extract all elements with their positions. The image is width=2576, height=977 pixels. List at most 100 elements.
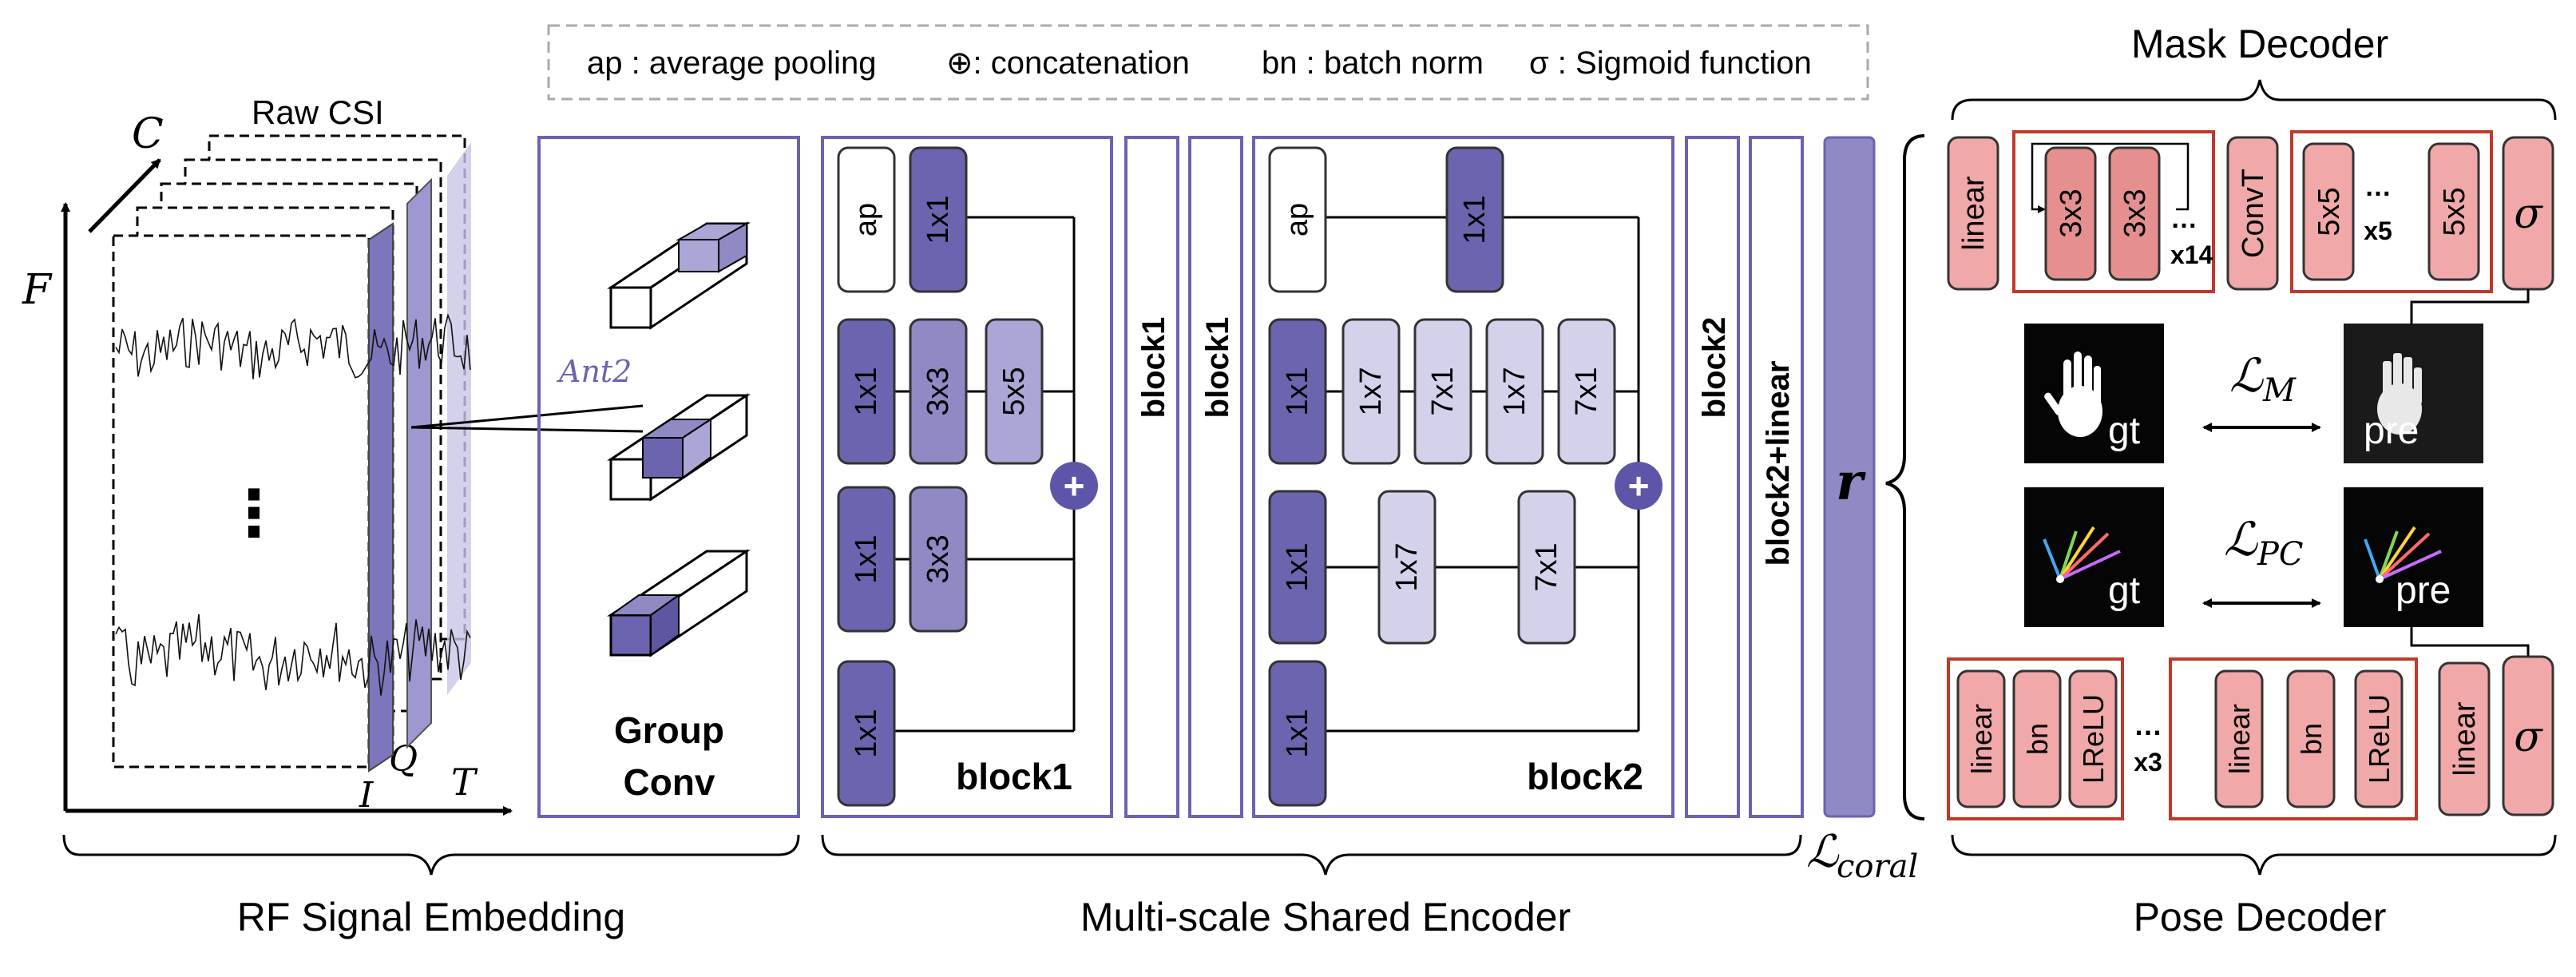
legend-ap: ap : average pooling [587, 46, 877, 81]
pose-gt-label: gt [2108, 570, 2140, 612]
block2-conv-1x7-a: 1x7 [1342, 318, 1401, 465]
raw-csi-label: Raw CSI [252, 93, 384, 131]
block2-repeat-frame [1685, 136, 1740, 818]
legend: ap : average pooling ⊕: concatenation bn… [547, 24, 1869, 101]
block2-conv-1x7-b: 1x7 [1485, 318, 1544, 465]
mask-res-dots: … [2170, 204, 2198, 234]
signal-trace-bottom [115, 614, 471, 696]
pose-group-dots: … [2134, 709, 2162, 741]
pose-g2-linear: linear [2214, 669, 2264, 808]
mask-5x5-dots: … [2364, 172, 2392, 202]
mask-conv-3x3-a: 3x3 [2044, 146, 2097, 281]
label-i: I [359, 775, 375, 816]
block1-repeat-1-frame [1124, 136, 1179, 818]
coral-loss-script-l: ℒ [1806, 826, 1840, 878]
ant2-label: Ant2 [557, 354, 632, 389]
mask-loss-script-l: ℒ [2229, 348, 2264, 403]
block1-conv-1x1-a: 1x1 [837, 318, 896, 465]
block2-conv-1x7-c: 1x7 [1377, 490, 1437, 645]
block1-conv-5x5: 5x5 [985, 318, 1044, 465]
block2-1x1-top-label: 1x1 [1458, 195, 1492, 244]
block2-conv-7x1-b: 7x1 [1557, 318, 1616, 465]
pose-group-repeat: x3 [2134, 748, 2162, 776]
block1-ap: ap [837, 146, 896, 293]
pose-loss-script-l: ℒ [2224, 512, 2258, 566]
embedding-brace [62, 834, 800, 876]
axis-t-label: T [451, 761, 478, 804]
c-axis [88, 158, 161, 233]
representation-r-label: r [1836, 452, 1866, 512]
label-q: Q [389, 739, 418, 780]
pose-loss: ℒ PC [2202, 512, 2321, 608]
axis-f-label: F [22, 266, 53, 314]
mask-loss-subscript: M [2262, 372, 2297, 409]
block1-conv-3x3-b: 3x3 [909, 486, 968, 633]
mask-gt-image: gt [2024, 324, 2164, 463]
block2-title: block2 [1527, 756, 1643, 797]
block2-conv-1x1-top: 1x1 [1445, 146, 1504, 293]
mask-gt-label: gt [2108, 410, 2140, 452]
block2-concat-node: + [1615, 462, 1663, 510]
pose-group-2-frame [2169, 657, 2418, 820]
mask-decoder-title: Mask Decoder [2131, 22, 2388, 66]
mask-sigma-label: σ [2514, 190, 2543, 238]
mask-conv-transpose: ConvT [2226, 136, 2279, 291]
block1-1x1-c-label: 1x1 [850, 709, 883, 757]
coral-loss: ℒ coral [1806, 826, 1918, 885]
vertical-ellipsis: ⋮ [222, 478, 286, 549]
block1-concat-node: + [1050, 462, 1098, 510]
block1-conv-1x1-top: 1x1 [909, 146, 968, 293]
pose-decoder: gt pre ℒ PC linear [1947, 487, 2557, 939]
pose-pre-label: pre [2396, 570, 2451, 612]
mask-5x5-a-label: 5x5 [2312, 187, 2346, 236]
mask-conv-5x5-b: 5x5 [2427, 142, 2480, 281]
block1-repeat-1-label: block1 [1136, 317, 1171, 419]
group-conv-frame [537, 136, 800, 818]
block2-1x1-c-label: 1x1 [1281, 709, 1314, 757]
mask-decoder-brace [1951, 79, 2557, 121]
block2-wires [1326, 216, 1640, 733]
pose-sigma-label: σ [2514, 713, 2543, 761]
mask-5x5-b-label: 5x5 [2438, 187, 2471, 236]
pose-g2-linear-label: linear [2223, 704, 2256, 774]
block1-conv-1x1-c: 1x1 [837, 660, 896, 807]
pose-group-1-frame [1947, 657, 2124, 820]
legend-sigma: σ : Sigmoid function [1529, 46, 1812, 81]
block1-1x1-top-label: 1x1 [921, 195, 955, 244]
pose-decoder-brace [1951, 834, 2557, 876]
block2-conv-7x1-a: 7x1 [1413, 318, 1472, 465]
mask-sigmoid: σ [2502, 136, 2554, 291]
pose-g1-linear: linear [1956, 669, 2006, 808]
group-conv-cuboid-1 [607, 221, 751, 330]
pose-g1-bn-label: bn [2021, 723, 2054, 755]
mask-decoder: Mask Decoder linear 3x3 3x3 … x14 ConvT … [1947, 22, 2557, 463]
block2-concat-symbol: + [1628, 465, 1650, 506]
encoder-section-label: Multi-scale Shared Encoder [1080, 895, 1571, 939]
rf-signal-embedding: F C T I Q Raw CSI ⋮ Ant2 [22, 93, 800, 939]
group-conv-label-2: Conv [624, 761, 715, 803]
block1-1x1-a-label: 1x1 [850, 367, 883, 415]
block2-conv-7x1-c: 7x1 [1517, 490, 1576, 645]
block2-7x1-a-label: 7x1 [1426, 367, 1460, 415]
mask-pre-image: pre [2344, 324, 2483, 463]
block2-ap-label: ap [1281, 203, 1314, 236]
representation-r-bar [1823, 136, 1876, 818]
mask-3x3-b-label: 3x3 [2118, 189, 2152, 237]
encoder-brace [821, 834, 1802, 876]
block1-conv-3x3-a: 3x3 [909, 318, 968, 465]
group-conv-cuboid-3 [607, 549, 751, 657]
block1-repeat-2-frame [1188, 136, 1243, 818]
coral-loss-subscript: coral [1837, 848, 1918, 885]
pose-g1-linear-label: linear [1965, 704, 1998, 774]
pose-decoder-title: Pose Decoder [2134, 895, 2387, 939]
block2-1x1-b-label: 1x1 [1281, 542, 1314, 591]
block1-ap-label: ap [850, 203, 883, 236]
pose-g1-lrelu: LReLU [2068, 669, 2118, 808]
mask-pre-label: pre [2364, 410, 2419, 452]
mask-conv-3x3-b: 3x3 [2108, 146, 2161, 281]
mask-3x3-a-label: 3x3 [2055, 189, 2088, 237]
block2-ap: ap [1268, 146, 1327, 293]
pose-g1-lrelu-label: LReLU [2077, 694, 2110, 784]
mask-5x5-group-frame [2290, 130, 2493, 293]
